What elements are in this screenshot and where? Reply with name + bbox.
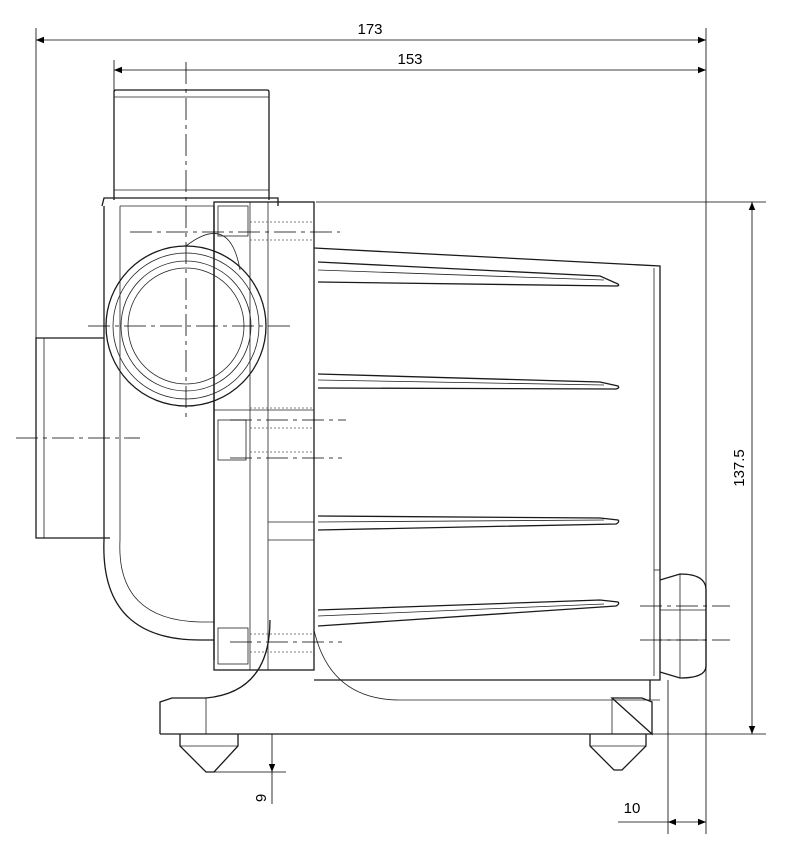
pump-base (159, 619, 653, 736)
dimension-overall-length: 173 (35, 21, 707, 834)
dimension-housing-length: 153 (113, 51, 706, 92)
center-lines (16, 62, 730, 643)
foot-right (589, 734, 647, 771)
dim-label-137-5: 137.5 (731, 449, 748, 487)
motor-body (313, 247, 661, 701)
dim-label-10: 10 (624, 800, 641, 817)
outlet-pipe (101, 89, 279, 207)
cable-gland (659, 573, 707, 679)
dimension-cable-offset: 10 (618, 680, 706, 834)
dimension-height: 137.5 (316, 201, 766, 735)
dim-label-153: 153 (397, 51, 422, 68)
pump-outline (35, 89, 707, 773)
dimension-foot-height: 9 (214, 734, 286, 804)
foot-left (179, 734, 239, 773)
cooling-fins (317, 261, 620, 627)
dim-label-173: 173 (357, 21, 382, 38)
dim-label-9: 9 (253, 794, 270, 802)
mounting-flange (213, 201, 315, 671)
volute-housing (103, 205, 215, 660)
